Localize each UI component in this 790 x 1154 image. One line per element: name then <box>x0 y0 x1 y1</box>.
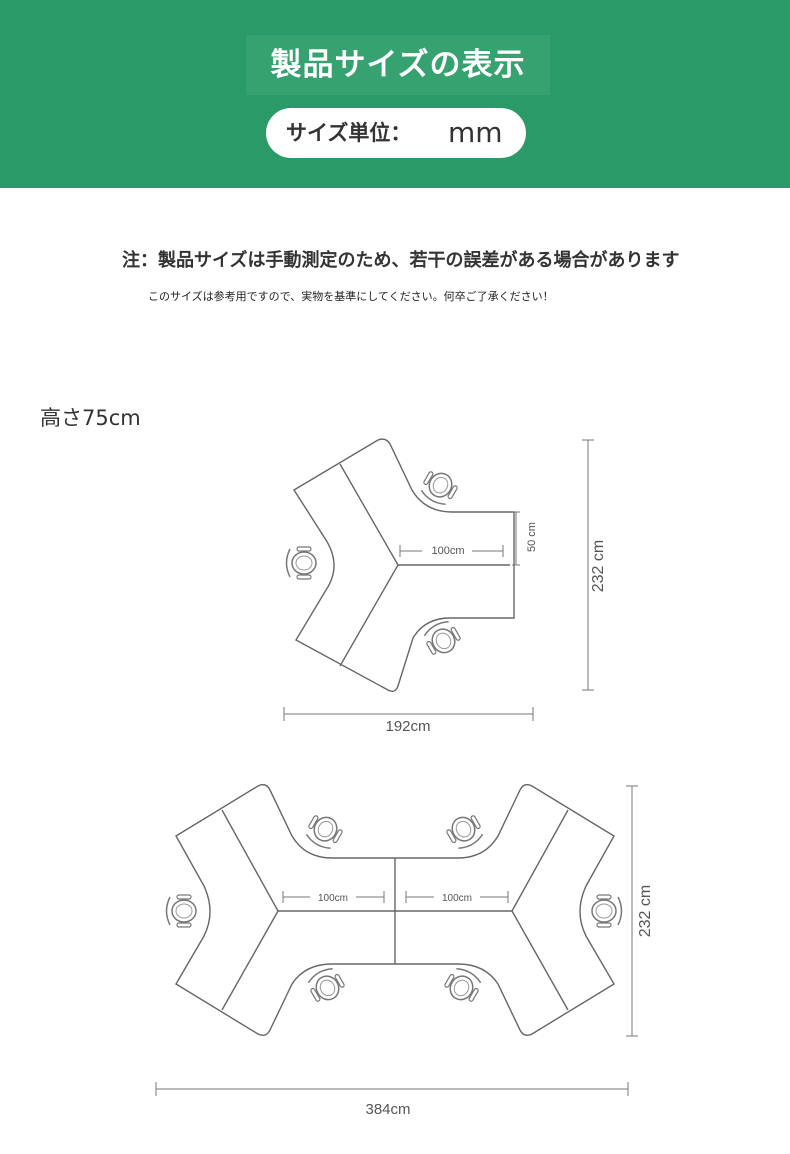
reference-note: このサイズは参考用ですので、実物を基準にしてください。何卒ご了承ください！ <box>148 290 554 303</box>
unit-label: サイズ単位： <box>286 121 412 145</box>
chair-icon <box>440 963 485 1008</box>
dimension-label: 50 cm <box>526 522 538 552</box>
header-banner: 製品サイズの表示 サイズ単位： mm <box>0 0 790 188</box>
dimension-label: 232 cm <box>590 540 607 592</box>
dimension-line <box>155 785 638 1096</box>
chair-icon <box>165 894 197 928</box>
dimension-label: 192cm <box>385 718 430 735</box>
desk-top-view-6-seat <box>175 783 615 1037</box>
chair-icon <box>302 809 347 854</box>
dimension-label: 100cm <box>318 893 348 904</box>
chair-icon <box>285 546 317 580</box>
dimension-label: 232 cm <box>637 885 654 937</box>
dimension-label: 100cm <box>431 545 464 557</box>
chair-icon <box>442 809 487 854</box>
height-label: 高さ75cm <box>40 406 141 430</box>
dimension-label: 384cm <box>365 1101 410 1118</box>
dimension-label: 100cm <box>442 893 472 904</box>
unit-value: mm <box>448 116 503 149</box>
page-title: 製品サイズの表示 <box>246 35 550 95</box>
chair-icon <box>417 465 462 510</box>
measurement-note: 注：製品サイズは手動測定のため、若干の誤差がある場合があります <box>122 250 680 271</box>
chair-icon <box>591 894 623 928</box>
unit-badge: サイズ単位： mm <box>266 108 526 158</box>
dimension-line <box>283 439 594 721</box>
desk-top-view-3-seat <box>293 438 515 693</box>
chair-icon <box>304 963 349 1008</box>
